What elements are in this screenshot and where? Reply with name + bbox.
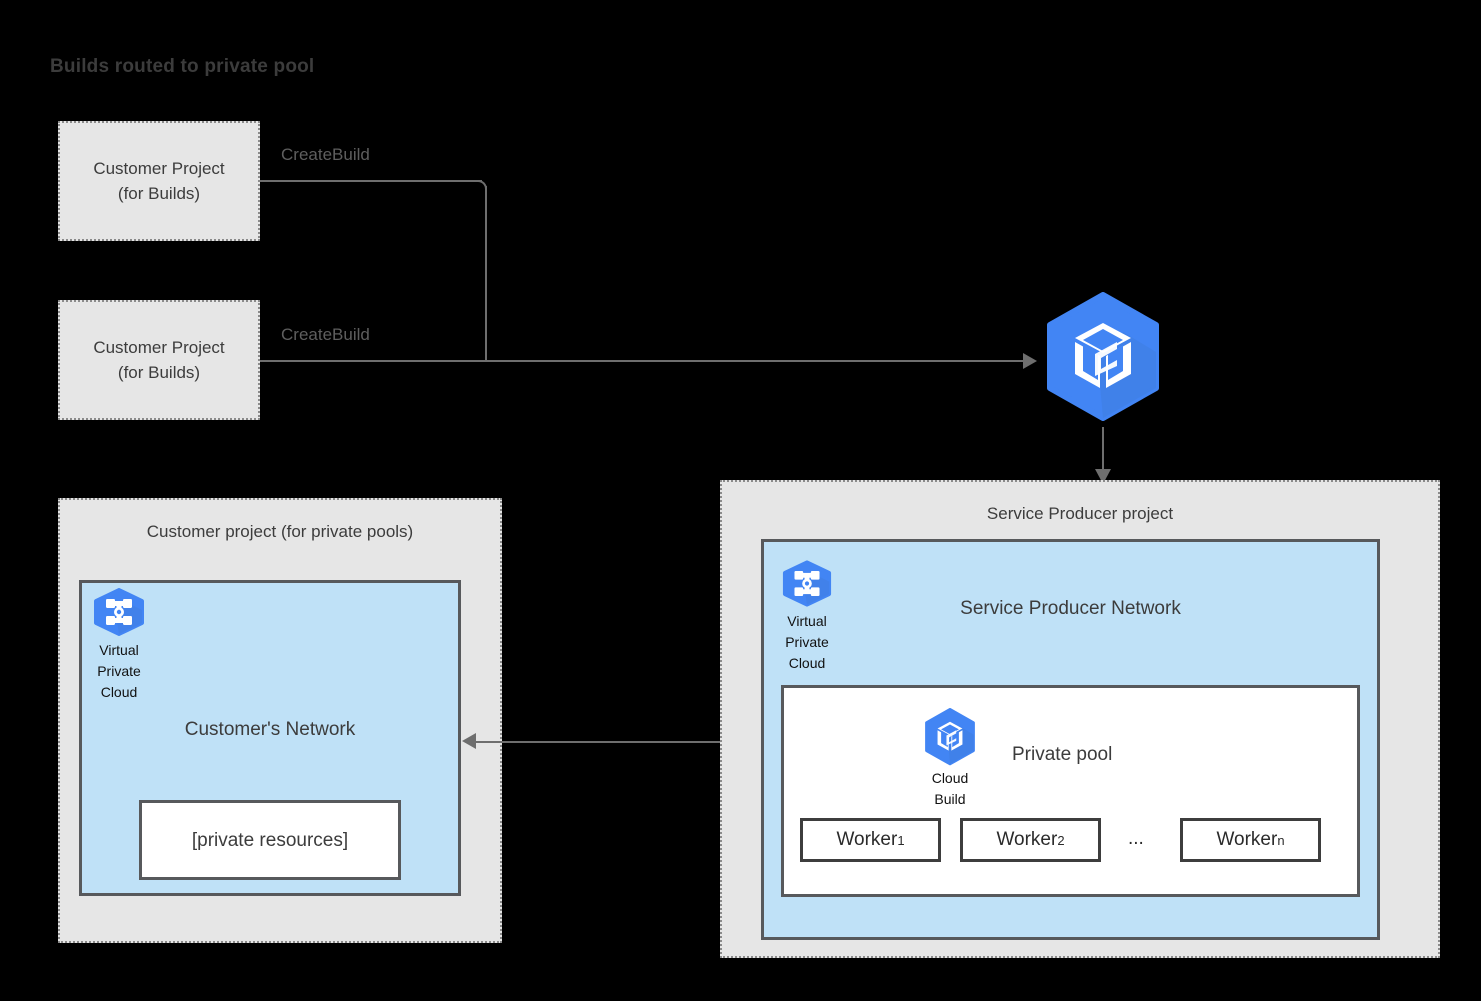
vpc-caption-line2: Private <box>97 663 141 679</box>
customer-build-project-1: Customer Project (for Builds) <box>58 121 260 241</box>
peering-arrow-line <box>474 741 759 743</box>
customer-build-project-1-label: Customer Project (for Builds) <box>60 123 258 239</box>
worker-2-subscript: 2 <box>1057 832 1065 848</box>
private-pool-label: Private pool <box>1012 744 1113 765</box>
worker-2-name: Worker <box>996 829 1058 850</box>
create-build-label-2: CreateBuild <box>281 325 370 344</box>
customer-build-project-2-label: Customer Project (for Builds) <box>60 302 258 418</box>
customers-network-label: Customer's Network <box>184 719 356 740</box>
customer-build-project-2: Customer Project (for Builds) <box>58 300 260 420</box>
service-producer-project-title: Service Producer project <box>986 504 1174 523</box>
connector-1-horizontal <box>260 180 482 182</box>
peering-arrow-left-head <box>462 733 476 749</box>
private-resources-box: [private resources] <box>139 800 401 880</box>
cloud-build-icon <box>920 708 980 768</box>
create-build-label-1: CreateBuild <box>281 145 370 164</box>
workers-ellipsis: ... <box>1128 828 1144 849</box>
cloud-build-caption-line2: Build <box>934 791 966 807</box>
customer-build-project-2-line2: (for Builds) <box>117 363 201 382</box>
cloud-build-caption-line1: Cloud <box>931 770 969 786</box>
connector-2-horizontal <box>260 360 1025 362</box>
virtual-private-cloud-icon <box>92 588 146 636</box>
customer-build-project-1-line2: (for Builds) <box>117 184 201 203</box>
connector-1-vertical <box>485 186 487 361</box>
service-arrow-line <box>1102 427 1104 469</box>
worker-1-subscript: 1 <box>897 832 905 848</box>
vpc-caption-line2: Private <box>785 634 829 650</box>
worker-n-name: Worker <box>1216 829 1278 850</box>
worker-1-name: Worker <box>836 829 898 850</box>
worker-n-subscript: n <box>1277 832 1285 848</box>
cloud-build-icon <box>1043 292 1163 427</box>
customer-private-pool-project-title: Customer project (for private pools) <box>146 522 414 541</box>
vpc-caption-line3: Cloud <box>100 684 138 700</box>
customer-build-project-2-line1: Customer Project <box>93 338 225 357</box>
virtual-private-cloud-icon <box>781 560 833 607</box>
customer-build-project-1-line1: Customer Project <box>93 159 225 178</box>
private-pool-box <box>781 685 1360 897</box>
vpc-caption-line1: Virtual <box>787 613 827 629</box>
vpc-caption-line3: Cloud <box>788 655 826 671</box>
vpc-caption-line1: Virtual <box>99 642 139 658</box>
page-title: Builds routed to private pool <box>50 56 315 77</box>
service-producer-network-label: Service Producer Network <box>960 598 1181 619</box>
arrow-to-cloud-build <box>1023 353 1037 369</box>
